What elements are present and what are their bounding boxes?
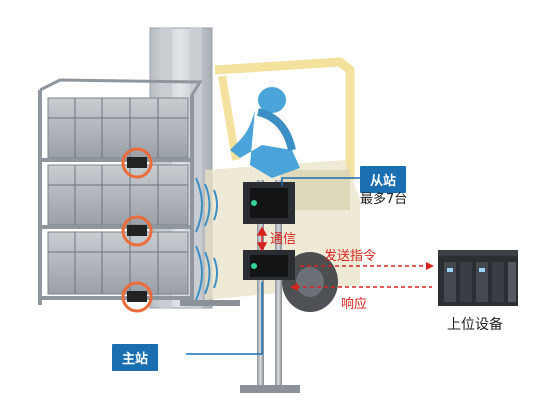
response-arrow [290, 283, 432, 291]
communication-arrow [256, 226, 268, 252]
slave-max-count: 最多7台 [360, 192, 408, 207]
master-unit [243, 250, 295, 280]
response-label: 响应 [341, 297, 368, 312]
station-pole [240, 180, 300, 393]
slave-unit [243, 182, 295, 224]
rack-tag-markers [121, 147, 153, 313]
host-device [438, 250, 518, 306]
wireless-signal-lower [195, 245, 218, 301]
send-command-arrow [300, 262, 434, 270]
wireless-signal-upper [195, 177, 218, 233]
slave-station-label: 从站 [360, 166, 407, 193]
send-command-label: 发送指令 [324, 249, 377, 264]
communication-label: 通信 [270, 232, 297, 247]
storage-rack [38, 78, 203, 313]
forklift-driver [230, 87, 300, 178]
master-leader-line [186, 282, 263, 355]
slave-leader-line [281, 177, 362, 186]
master-station-label: 主站 [112, 344, 159, 371]
host-device-label: 上位设备 [447, 317, 503, 333]
